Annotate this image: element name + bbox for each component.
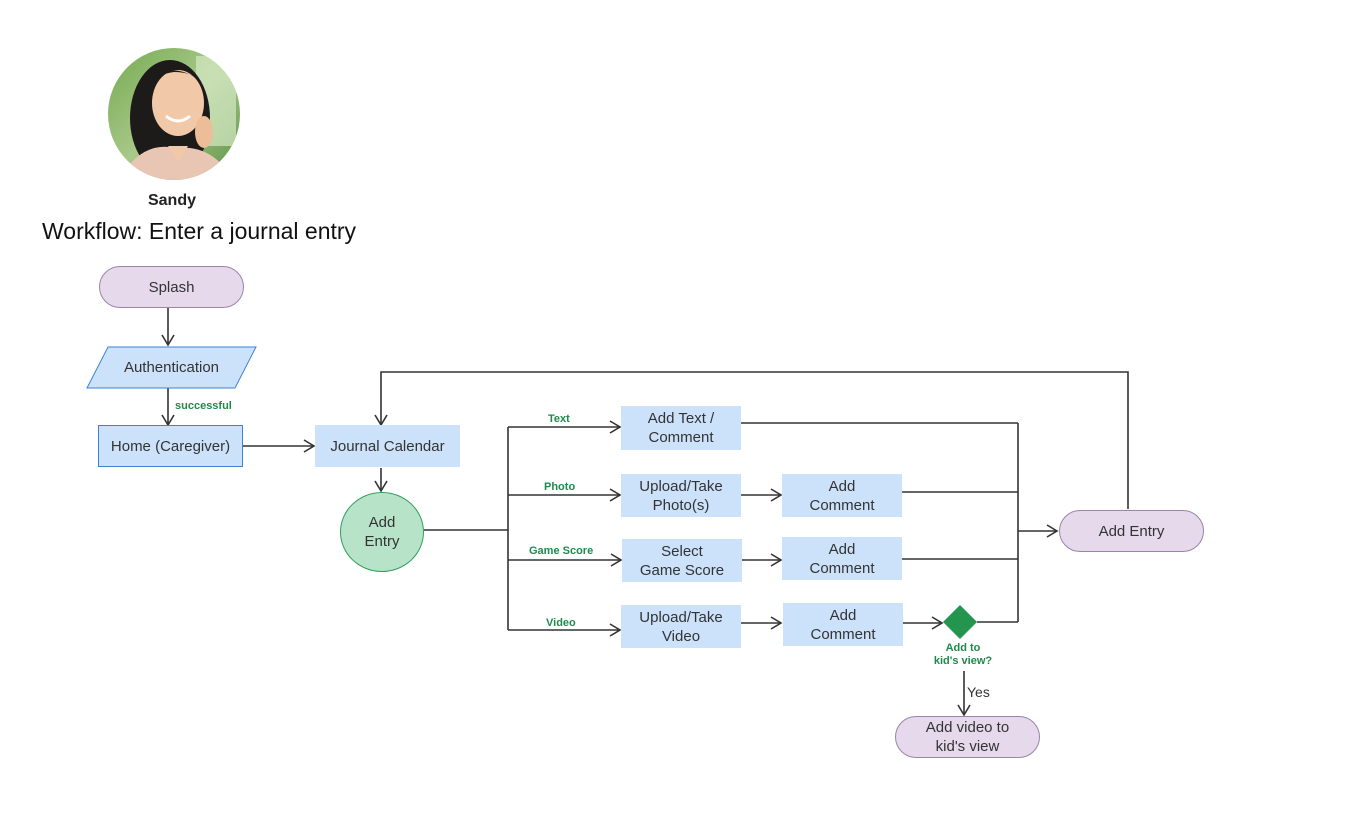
persona-name: Sandy [147, 192, 196, 209]
edge-label-photo: Photo [544, 481, 576, 493]
node-add-entry-end[interactable]: Add Entry [1059, 510, 1204, 552]
edge-label-yes: Yes [967, 684, 990, 700]
node-select-game-score[interactable]: Select Game Score [622, 539, 742, 582]
node-photo-comment[interactable]: Add Comment [782, 474, 902, 517]
node-add-entry-start[interactable]: Add Entry [340, 492, 424, 572]
edge-label-successful: successful [175, 400, 232, 412]
node-home-caregiver[interactable]: Home (Caregiver) [98, 425, 243, 467]
node-add-text-comment[interactable]: Add Text / Comment [621, 406, 741, 450]
node-add-video-kids-view[interactable]: Add video to kid's view [895, 716, 1040, 758]
edge-label-game-score: Game Score [529, 545, 594, 557]
node-game-comment[interactable]: Add Comment [782, 537, 902, 580]
decision-label: Add to kid's view? [933, 642, 993, 667]
decision-diamond [943, 605, 977, 639]
avatar [108, 48, 240, 180]
node-journal-calendar[interactable]: Journal Calendar [315, 425, 460, 467]
page-title: Workflow: Enter a journal entry [42, 218, 357, 244]
node-video-comment[interactable]: Add Comment [783, 603, 903, 646]
node-splash[interactable]: Splash [99, 266, 244, 308]
authentication-shape [86, 346, 257, 389]
edge-label-video: Video [546, 617, 576, 629]
node-upload-video[interactable]: Upload/Take Video [621, 605, 741, 648]
node-authentication[interactable]: Authentication [123, 359, 220, 376]
node-upload-photo[interactable]: Upload/Take Photo(s) [621, 474, 741, 517]
edge-label-text: Text [548, 413, 570, 425]
edges [161, 308, 1129, 717]
